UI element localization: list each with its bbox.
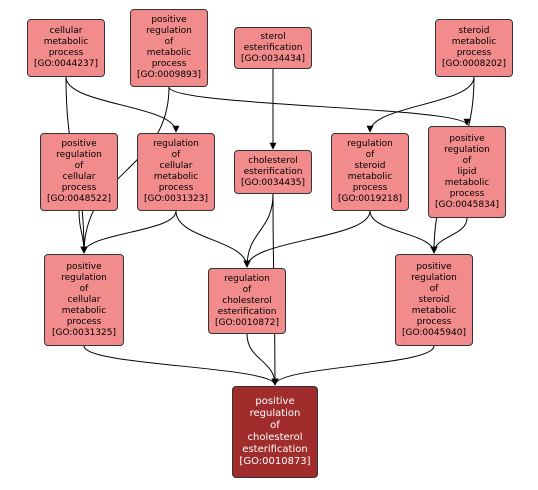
target-term-node[interactable]: positive regulation of cholesterol ester…: [232, 386, 318, 478]
edge-arrow: [243, 193, 274, 268]
term-name: positive regulation of cellular process: [56, 139, 102, 193]
term-id: [GO:0044237]: [33, 59, 99, 69]
term-id: [GO:0031323]: [143, 194, 209, 204]
term-name: positive regulation of cellular metaboli…: [61, 261, 107, 327]
edge-arrow: [243, 210, 371, 268]
term-id: [GO:0045834]: [434, 199, 500, 210]
edge-arrow: [175, 210, 251, 268]
term-id: [GO:0031325]: [51, 327, 117, 338]
term-node[interactable]: positive regulation of lipid metabolic p…: [428, 126, 506, 218]
term-id: [GO:0045940]: [401, 327, 467, 338]
term-node[interactable]: regulation of cellular metabolic process…: [137, 133, 215, 211]
term-name: regulation of steroid metabolic process: [347, 139, 393, 193]
edge-arrow: [168, 86, 471, 126]
edge-arrow: [80, 210, 177, 254]
term-name: positive regulation of metabolic process: [146, 15, 192, 69]
edge-arrow: [83, 345, 279, 386]
edge-arrow: [430, 217, 468, 254]
term-name: positive regulation of cholesterol ester…: [242, 396, 308, 455]
term-id: [GO:0034434]: [240, 53, 306, 64]
term-name: positive regulation of lipid metabolic p…: [444, 133, 490, 199]
edge-arrow: [65, 76, 180, 133]
term-node[interactable]: positive regulation of cellular metaboli…: [44, 254, 124, 346]
term-node[interactable]: positive regulation of metabolic process…: [130, 9, 208, 87]
term-id: [GO:0008202]: [441, 59, 507, 69]
term-node[interactable]: regulation of steroid metabolic process[…: [331, 133, 409, 211]
edge-arrow: [369, 210, 438, 254]
term-id: [GO:0019218]: [337, 194, 403, 204]
term-node[interactable]: regulation of cholesterol esterification…: [208, 268, 286, 334]
term-id: [GO:0010872]: [214, 317, 280, 328]
edge-arrow: [366, 76, 475, 133]
term-name: cellular metabolic process: [43, 26, 89, 58]
term-node[interactable]: cholesterol esterification[GO:0034435]: [234, 150, 312, 194]
term-node[interactable]: positive regulation of steroid metabolic…: [395, 254, 473, 346]
term-name: sterol esterification: [243, 31, 303, 53]
term-id: [GO:0009893]: [136, 70, 202, 80]
term-id: [GO:0048522]: [46, 194, 112, 204]
term-name: steroid metabolic process: [451, 26, 497, 58]
term-name: cholesterol esterification: [243, 155, 303, 177]
term-node[interactable]: sterol esterification[GO:0034434]: [234, 27, 312, 69]
term-id: [GO:0010873]: [239, 456, 311, 467]
term-node[interactable]: positive regulation of cellular process[…: [40, 133, 118, 211]
term-name: regulation of cellular metabolic process: [153, 139, 199, 193]
term-id: [GO:0034435]: [240, 177, 306, 188]
term-node[interactable]: cellular metabolic process[GO:0044237]: [27, 19, 105, 77]
term-name: regulation of cholesterol esterification: [217, 273, 277, 317]
edge-arrow: [80, 86, 170, 254]
term-name: positive regulation of steroid metabolic…: [411, 261, 457, 327]
edge-arrow: [271, 345, 435, 386]
term-node[interactable]: steroid metabolic process[GO:0008202]: [435, 19, 513, 77]
